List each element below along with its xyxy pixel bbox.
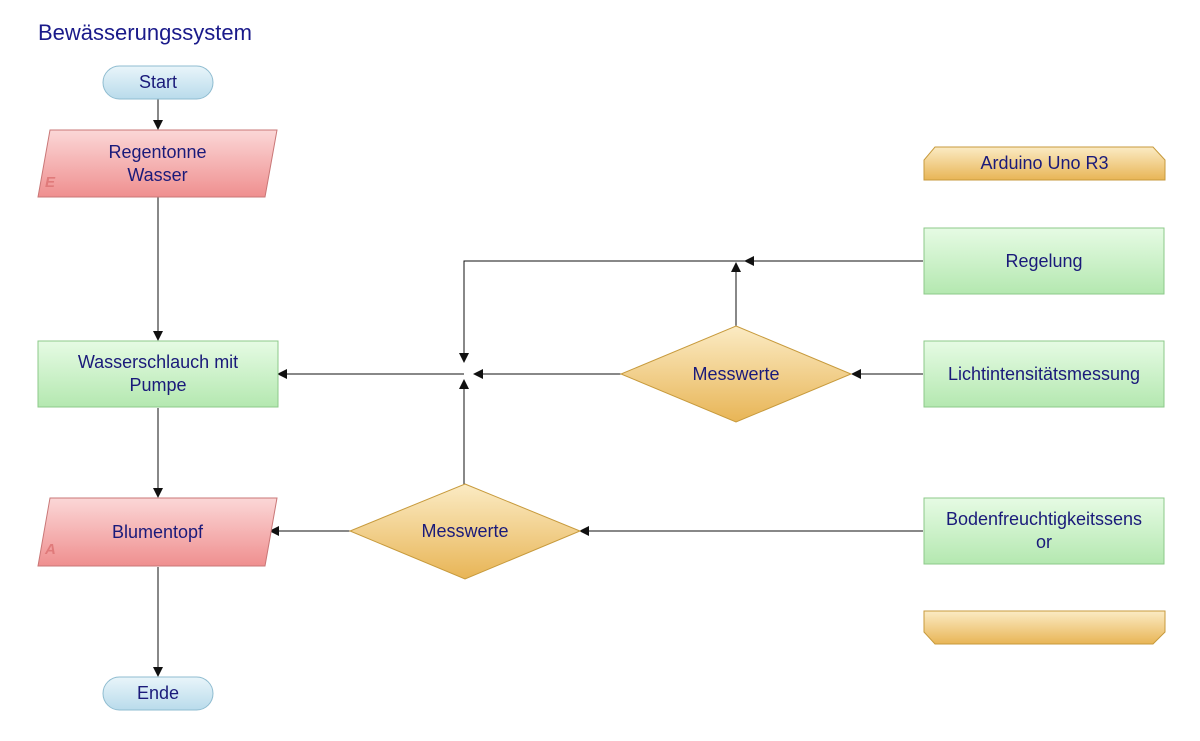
edge-loop-left — [459, 260, 745, 363]
loop-end-shape[interactable] — [923, 610, 1166, 645]
input-mark: E — [45, 174, 56, 191]
boden-process-shape[interactable] — [923, 497, 1165, 565]
regentonne-io-shape[interactable] — [37, 129, 278, 198]
start-terminator[interactable] — [102, 65, 214, 100]
messwerte-top-decision[interactable] — [619, 325, 853, 423]
output-mark: A — [45, 541, 56, 558]
arduino-loop-shape[interactable] — [923, 146, 1166, 181]
regelung-process-shape[interactable] — [923, 227, 1165, 295]
schlauch-process-shape[interactable] — [37, 340, 279, 408]
messwerte-bottom-decision[interactable] — [348, 483, 582, 580]
ende-terminator[interactable] — [102, 676, 214, 711]
blumentopf-io-shape[interactable] — [37, 497, 278, 567]
licht-process-shape[interactable] — [923, 340, 1165, 408]
diagram-title: Bewässerungssystem — [38, 20, 252, 45]
